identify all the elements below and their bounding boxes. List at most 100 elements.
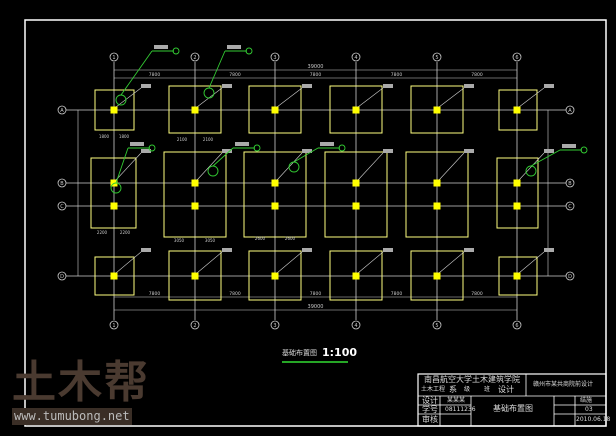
footing-tag — [302, 149, 312, 153]
title-block — [417, 373, 607, 427]
dimension-overall: 39000 — [308, 304, 324, 310]
leader-line — [196, 251, 223, 274]
axis-bubble-bottom — [351, 320, 361, 330]
column-marker — [513, 202, 521, 210]
footing-outline — [329, 250, 383, 301]
detail-tag — [320, 142, 334, 146]
detail-callout-circle — [288, 161, 300, 173]
footing-tag — [141, 149, 151, 153]
axis-bubble-top — [432, 52, 442, 62]
footing-dim: 2600 — [255, 236, 266, 241]
axis-label-top: 4 — [354, 55, 357, 61]
leader-line — [357, 87, 384, 108]
detail-tag — [227, 45, 241, 49]
detail-callout-end — [338, 144, 346, 152]
axis-label-bottom: 2 — [193, 323, 196, 329]
detail-leader — [120, 50, 153, 96]
drawing-scale: 1:100 — [322, 346, 358, 359]
footing-tag — [464, 84, 474, 88]
leader-line — [115, 152, 142, 181]
axis-bubble-right — [565, 271, 575, 281]
footing-outline — [405, 151, 469, 238]
detail-callout-circle — [207, 165, 219, 177]
footing-tag — [222, 248, 232, 252]
detail-leader — [530, 149, 561, 167]
column-marker — [352, 179, 360, 187]
column-marker — [191, 272, 199, 280]
axis-bubble-right — [565, 201, 575, 211]
leader-line — [276, 152, 303, 181]
leader-line — [438, 87, 465, 108]
axis-label-right: A — [568, 108, 572, 114]
detail-callout-circle — [203, 87, 215, 99]
axis-bubble-right — [565, 178, 575, 188]
column-marker — [271, 272, 279, 280]
drawing-frame — [24, 19, 607, 427]
row-label-review: 审核 — [422, 415, 438, 424]
footing-tag — [544, 149, 554, 153]
column-marker — [271, 106, 279, 114]
footing-dim: 2200 — [120, 230, 131, 235]
footing-dim: 1800 — [119, 134, 130, 139]
title-block-sheet: 基础布置图 — [493, 404, 533, 413]
column-marker — [271, 179, 279, 187]
footing-outline — [94, 256, 135, 296]
axis-bubble-left — [57, 201, 67, 211]
footing-dim: 2600 — [285, 236, 296, 241]
footing-outline — [248, 250, 302, 301]
footing-outline — [329, 85, 383, 134]
leader-line — [357, 251, 384, 274]
axis-label-left: A — [60, 108, 64, 114]
leader-line — [438, 152, 465, 181]
title-block-design: 设计 — [498, 385, 514, 394]
dimension-overall: 39000 — [308, 64, 324, 70]
dimension-bay: 7800 — [149, 72, 161, 78]
title-block-class: 班 — [484, 386, 491, 393]
footing-outline — [410, 85, 464, 134]
axis-label-right: B — [568, 181, 572, 187]
axis-bubble-top — [512, 52, 522, 62]
axis-label-bottom: 4 — [354, 323, 357, 329]
column-marker — [433, 106, 441, 114]
column-marker — [433, 272, 441, 280]
leader-line — [357, 152, 384, 181]
footing-dim: 2100 — [203, 137, 214, 142]
title-block-grade: 级 — [464, 386, 471, 393]
dimension-bay: 7800 — [391, 291, 403, 297]
footing-dim: 2100 — [177, 137, 188, 142]
footing-tag — [464, 248, 474, 252]
column-marker — [513, 106, 521, 114]
axis-bubble-top — [190, 52, 200, 62]
detail-leader — [115, 147, 129, 184]
footing-dim: 3050 — [205, 238, 216, 243]
dimension-bay: 7800 — [229, 72, 241, 78]
leader-line — [196, 152, 223, 181]
row-value-id: 08111236 — [445, 406, 476, 413]
footing-outline — [90, 157, 137, 229]
detail-callout-end — [253, 144, 261, 152]
footing-outline — [168, 250, 222, 301]
axis-bubble-top — [109, 52, 119, 62]
detail-tag — [154, 45, 168, 49]
column-marker — [352, 106, 360, 114]
axis-label-bottom: 1 — [112, 323, 115, 329]
footing-tag — [464, 149, 474, 153]
axis-label-top: 5 — [435, 55, 438, 61]
axis-bubble-bottom — [270, 320, 280, 330]
drawing-title: 基础布置图 — [282, 349, 317, 357]
title-block-major: 土木工程 — [421, 386, 446, 393]
leader-line — [518, 87, 545, 108]
footing-tag — [141, 248, 151, 252]
detail-leader — [293, 147, 319, 163]
row-label-id: 学号 — [422, 405, 438, 414]
leader-line — [115, 87, 142, 108]
footing-tag — [383, 84, 393, 88]
axis-label-top: 6 — [515, 55, 518, 61]
axis-label-top: 1 — [112, 55, 115, 61]
leader-line — [518, 152, 545, 181]
axis-bubble-bottom — [512, 320, 522, 330]
dimension-bay: 7800 — [310, 72, 322, 78]
column-marker — [110, 272, 118, 280]
footing-outline — [94, 89, 135, 131]
footing-tag — [222, 149, 232, 153]
